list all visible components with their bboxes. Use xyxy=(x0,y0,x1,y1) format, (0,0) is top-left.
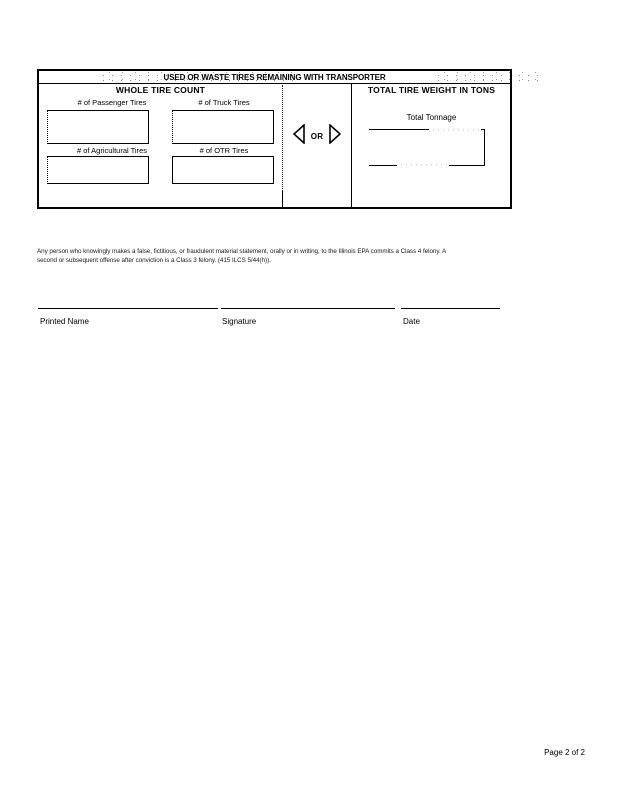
total-tire-weight-section: TOTAL TIRE WEIGHT IN TONS Total Tonnage xyxy=(351,84,512,209)
page-number: Page 2 of 2 xyxy=(544,748,585,757)
scan-dots-top xyxy=(431,129,479,131)
printed-name-label: Printed Name xyxy=(40,317,89,326)
legal-notice-line-1: Any person who knowingly makes a false, … xyxy=(37,248,447,255)
signature-label: Signature xyxy=(222,317,257,326)
tires-remaining-table: USED OR WASTE TIRES REMAINING WITH TRANS… xyxy=(37,69,544,209)
passenger-tires-label: # of Passenger Tires xyxy=(77,98,147,107)
table-title-row: USED OR WASTE TIRES REMAINING WITH TRANS… xyxy=(39,71,544,84)
agricultural-tires-input[interactable] xyxy=(47,156,149,184)
column-divider-dotted xyxy=(282,85,283,195)
printed-name-line[interactable] xyxy=(38,308,218,309)
truck-tires-input[interactable] xyxy=(172,110,274,144)
or-selector: OR xyxy=(285,122,349,149)
triangle-right-icon xyxy=(328,122,342,149)
date-label: Date xyxy=(403,317,420,326)
legal-notice-line-2: second or subsequent offense after convi… xyxy=(37,257,271,264)
whole-tire-count-heading: WHOLE TIRE COUNT xyxy=(115,85,206,95)
or-label: OR xyxy=(310,131,324,141)
table-title: USED OR WASTE TIRES REMAINING WITH TRANS… xyxy=(163,72,386,82)
signature-line[interactable] xyxy=(221,308,395,309)
whole-tire-count-section: WHOLE TIRE COUNT # of Passenger Tires # … xyxy=(39,84,282,209)
otr-tires-input[interactable] xyxy=(172,156,274,184)
date-line[interactable] xyxy=(401,308,500,309)
triangle-left-icon xyxy=(292,122,306,149)
total-tire-weight-heading: TOTAL TIRE WEIGHT IN TONS xyxy=(367,85,496,95)
legal-notice: Any person who knowingly makes a false, … xyxy=(37,247,562,265)
agricultural-tires-label: # of Agricultural Tires xyxy=(76,146,148,155)
truck-tires-label: # of Truck Tires xyxy=(198,98,250,107)
column-divider-stub xyxy=(282,191,283,209)
total-tonnage-input[interactable] xyxy=(369,128,485,167)
column-divider-solid xyxy=(351,84,352,209)
scan-dots-bottom xyxy=(399,164,447,166)
otr-tires-label: # of OTR Tires xyxy=(199,146,249,155)
passenger-tires-input[interactable] xyxy=(47,110,149,144)
total-tonnage-label: Total Tonnage xyxy=(406,113,457,122)
scan-noise-right xyxy=(434,72,544,82)
